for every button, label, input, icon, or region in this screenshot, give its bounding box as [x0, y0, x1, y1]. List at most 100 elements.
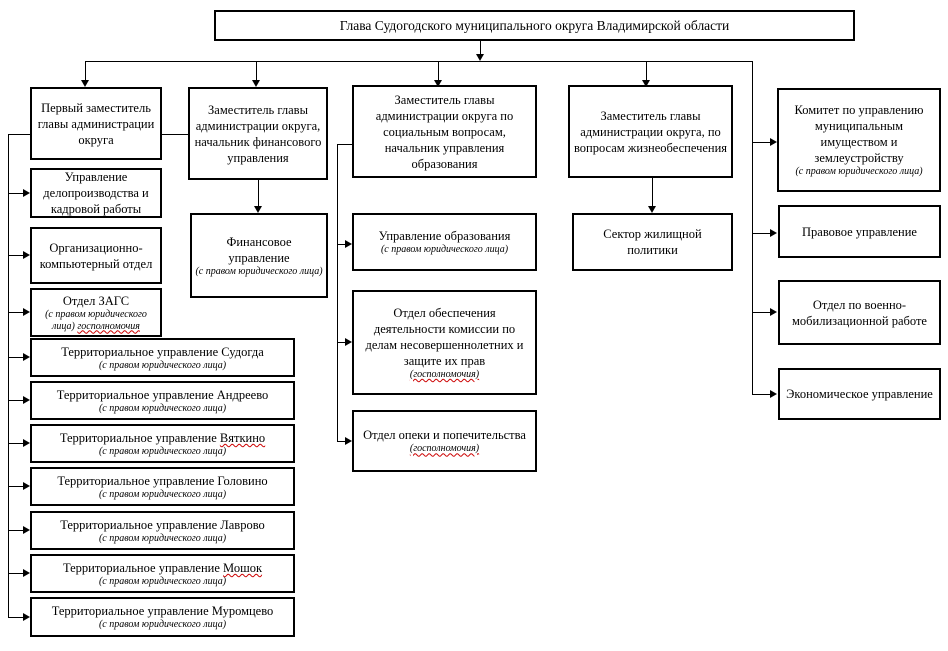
- subtitle-squiggle-text: (госполномочия): [409, 368, 480, 380]
- box-title: Глава Судогодского муниципального округа…: [339, 17, 730, 33]
- connector-distribution: [85, 61, 752, 62]
- arrow-branch: [23, 396, 30, 404]
- box-subtitle: (с правом юридического лица): [98, 402, 227, 414]
- arrow-finance: [254, 206, 262, 213]
- finance-dept-box: Финансовое управление (с правом юридичес…: [190, 213, 328, 298]
- box-subtitle: (с правом юридического лица): [195, 265, 323, 277]
- arrow-col2: [252, 80, 260, 87]
- territorial-golovino-box: Территориальное управление Головино (с п…: [30, 467, 295, 506]
- territorial-muromtsevo-box: Территориальное управление Муромцево (с …: [30, 597, 295, 637]
- box-title: Территориальное управление Муромцево: [51, 604, 274, 619]
- box-title: Управление образования: [378, 229, 511, 244]
- arrow-title-drop: [476, 54, 484, 61]
- title-squiggle-text: Вяткино: [219, 430, 266, 445]
- box-title: Отдел обеспечения деятельности комиссии …: [365, 305, 524, 368]
- connector-branch: [8, 530, 23, 531]
- arrow-col3: [434, 80, 442, 87]
- connector-branch: [752, 394, 770, 395]
- records-management-box: Управление делопроизводства и кадровой р…: [30, 168, 162, 218]
- minors-commission-box: Отдел обеспечения деятельности комиссии …: [352, 290, 537, 395]
- box-title: Территориальное управление Лаврово: [60, 517, 265, 532]
- connector-branch: [752, 142, 770, 143]
- territorial-vyatkino-box: Территориальное управление Вяткино (с пр…: [30, 424, 295, 463]
- connector-branch: [8, 486, 23, 487]
- connector-col3-drop: [438, 62, 439, 80]
- arrow-branch: [345, 338, 352, 346]
- arrow-branch: [23, 613, 30, 621]
- military-mobilization-box: Отдел по военно-мобилизационной работе: [778, 280, 941, 345]
- arrow-branch: [345, 437, 352, 445]
- box-subtitle: (госполномочия): [410, 369, 479, 381]
- connector-branch: [8, 617, 23, 618]
- connector-title-drop: [480, 41, 481, 57]
- arrow-col1: [81, 80, 89, 87]
- box-title: Заместитель главы администрации округа п…: [375, 92, 514, 171]
- connector-branch: [337, 342, 345, 343]
- arrow-housing: [648, 206, 656, 213]
- box-title: Управление делопроизводства и кадровой р…: [43, 170, 149, 216]
- box-title: Территориальное управление Андреево: [56, 387, 269, 402]
- box-title: Территориальное управление Головино: [57, 473, 268, 488]
- connector-finance-drop: [258, 180, 259, 206]
- arrow-branch: [23, 353, 30, 361]
- territorial-andreevo-box: Территориальное управление Андреево (с п…: [30, 381, 295, 420]
- arrow-branch: [345, 240, 352, 248]
- education-dept-box: Управление образования (с правом юридиче…: [352, 213, 537, 271]
- territorial-sudogda-box: Территориальное управление Судогда (с пр…: [30, 338, 295, 377]
- box-title: Экономическое управление: [786, 387, 933, 401]
- head-of-district-box: Глава Судогодского муниципального округа…: [214, 10, 855, 41]
- org-computer-dept-box: Организационно-компьютерный отдел: [30, 227, 162, 284]
- box-title: Территориальное управление Судогда: [61, 344, 264, 359]
- connector-branch: [8, 255, 23, 256]
- title-text: Территориальное управление: [59, 430, 220, 445]
- box-title: Отдел ЗАГС: [62, 294, 130, 308]
- arrow-branch: [23, 308, 30, 316]
- connector-branch: [8, 357, 23, 358]
- deputy-finance-box: Заместитель главы администрации округа, …: [188, 87, 328, 180]
- arrow-branch: [770, 229, 777, 237]
- first-deputy-box: Первый заместитель главы администрации о…: [30, 87, 162, 160]
- deputy-life-support-box: Заместитель главы администрации округа, …: [568, 85, 733, 178]
- connector-branch: [8, 312, 23, 313]
- title-text: Территориальное управление: [62, 560, 224, 575]
- box-title: Заместитель главы администрации округа, …: [573, 108, 728, 155]
- subtitle-squiggle-text: (госполномочия): [409, 443, 480, 455]
- connector-branch: [8, 193, 23, 194]
- box-title: Финансовое управление: [226, 234, 292, 265]
- box-subtitle: (с правом юридического лица) госполномоч…: [35, 309, 157, 332]
- connector-col3-stub: [337, 144, 352, 145]
- subtitle-text: (с правом юридического лица): [45, 309, 147, 332]
- box-subtitle: (с правом юридического лица): [98, 488, 227, 500]
- connector-branch: [752, 312, 770, 313]
- arrow-branch: [770, 308, 777, 316]
- economic-dept-box: Экономическое управление: [778, 368, 941, 420]
- arrow-col4: [642, 80, 650, 87]
- connector-branch: [8, 400, 23, 401]
- box-title: Организационно-компьютерный отдел: [39, 240, 153, 271]
- territorial-lavrovo-box: Территориальное управление Лаврово (с пр…: [30, 511, 295, 550]
- box-title: Первый заместитель главы администрации о…: [37, 100, 155, 147]
- guardianship-box: Отдел опеки и попечительства (госполномо…: [352, 410, 537, 472]
- zags-dept-box: Отдел ЗАГС (с правом юридического лица) …: [30, 288, 162, 337]
- connector-branch: [8, 573, 23, 574]
- arrow-branch: [23, 526, 30, 534]
- connector-branch: [337, 441, 345, 442]
- arrow-branch: [770, 390, 777, 398]
- connector-left-rail: [8, 134, 9, 617]
- arrow-branch: [23, 439, 30, 447]
- housing-sector-box: Сектор жилищной политики: [572, 213, 733, 271]
- connector-housing-drop: [652, 178, 653, 206]
- box-title: Отдел опеки и попечительства: [363, 428, 526, 443]
- box-title: Территориальное управление Вяткино: [60, 430, 265, 446]
- box-title: Отдел по военно-мобилизационной работе: [792, 297, 927, 328]
- connector-branch: [8, 443, 23, 444]
- box-subtitle: (с правом юридического лица): [380, 244, 509, 256]
- connector-branch: [337, 244, 345, 245]
- connector-right-rail: [752, 61, 753, 394]
- box-subtitle: (с правом юридического лица): [98, 359, 227, 371]
- title-squiggle-text: Мошок: [223, 560, 263, 575]
- box-title: Территориальное управление Мошок: [63, 560, 262, 576]
- property-committee-box: Комитет по управлению муниципальным имущ…: [777, 88, 941, 192]
- arrow-branch: [23, 482, 30, 490]
